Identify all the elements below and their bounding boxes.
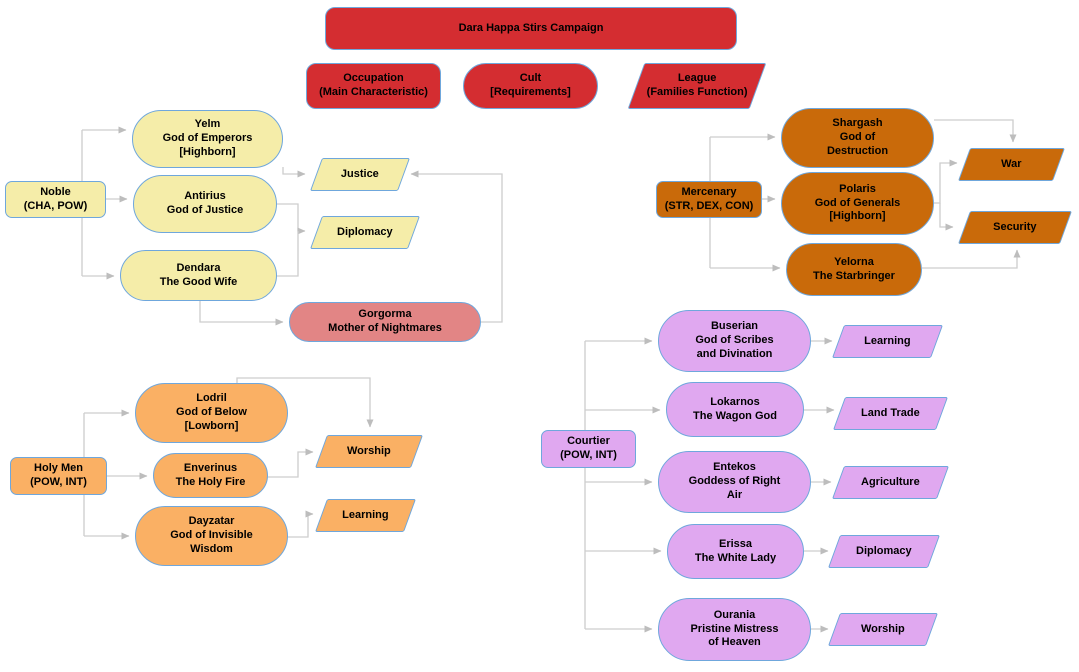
league-learning-courtier: Learning xyxy=(831,325,944,358)
edge-shargash-to-war xyxy=(934,119,1017,143)
cult-dendara: Dendara The Good Wife xyxy=(120,250,277,301)
legend-occupation: Occupation (Main Characteristic) xyxy=(306,63,441,109)
occupation-holy-men-label: Holy Men (POW, INT) xyxy=(30,462,87,488)
league-justice: Justice xyxy=(309,158,411,191)
league-agriculture: Agriculture xyxy=(831,466,950,499)
edge-yelm-to-justice xyxy=(282,167,306,178)
league-worship-courtier: Worship xyxy=(827,613,939,646)
league-worship-holy-men: Worship xyxy=(314,435,424,468)
occupation-noble: Noble (CHA, POW) xyxy=(5,181,106,218)
cult-gorgorma: Gorgorma Mother of Nightmares xyxy=(289,302,481,342)
occupation-holy-men: Holy Men (POW, INT) xyxy=(10,457,107,495)
league-worship-holy-men-label: Worship xyxy=(347,444,391,457)
edge-antirius-to-diplomacy xyxy=(277,203,306,235)
edge-yelorna-to-security xyxy=(922,249,1021,269)
cult-dayzatar: Dayzatar God of Invisible Wisdom xyxy=(135,506,288,566)
edge-polaris-to-war xyxy=(934,159,958,204)
cult-antirius: Antirius God of Justice xyxy=(133,175,277,233)
cult-enverinus-label: Enverinus The Holy Fire xyxy=(175,461,246,488)
league-diplomacy-noble-label: Diplomacy xyxy=(337,225,393,238)
edge-polaris-to-security xyxy=(939,203,954,231)
cult-erissa: Erissa The White Lady xyxy=(667,524,804,579)
cult-dendara-label: Dendara The Good Wife xyxy=(159,261,238,288)
edge-dayzatar-to-learning xyxy=(288,510,314,538)
cult-yelorna-label: Yelorna The Starbringer xyxy=(813,255,895,282)
cult-entekos-label: Entekos Goddess of Right Air xyxy=(688,461,781,501)
cult-enverinus: Enverinus The Holy Fire xyxy=(153,453,268,498)
cult-yelm-label: Yelm God of Emperors [Highborn] xyxy=(162,118,253,158)
cult-lokarnos-label: Lokarnos The Wagon God xyxy=(693,395,777,422)
cult-ourania-label: Ourania Pristine Mistress of Heaven xyxy=(690,608,779,649)
occupation-noble-label: Noble (CHA, POW) xyxy=(23,185,88,212)
league-land-trade-label: Land Trade xyxy=(861,406,920,419)
occupation-mercenary-label: Mercenary (STR, DEX, CON) xyxy=(664,185,754,212)
cult-polaris-label: Polaris God of Generals [Highborn] xyxy=(814,182,901,223)
occupation-courtier-label: Courtier (POW, INT) xyxy=(560,435,617,461)
league-war: War xyxy=(957,148,1066,181)
edge-gorgorma-to-justice xyxy=(410,170,503,323)
cult-ourania: Ourania Pristine Mistress of Heaven xyxy=(658,598,811,661)
cult-erissa-label: Erissa The White Lady xyxy=(694,537,777,564)
cult-shargash-label: Shargash God of Destruction xyxy=(826,117,889,157)
cult-gorgorma-label: Gorgorma Mother of Nightmares xyxy=(328,308,442,334)
edge-enverinus-to-worship xyxy=(268,448,314,478)
league-diplomacy-courtier-label: Diplomacy xyxy=(856,544,912,557)
occupation-mercenary: Mercenary (STR, DEX, CON) xyxy=(656,181,762,218)
cult-polaris: Polaris God of Generals [Highborn] xyxy=(781,172,934,235)
legend-league-label: League (Families Function) xyxy=(646,72,748,98)
league-learning-holy-men-label: Learning xyxy=(342,508,389,521)
cult-shargash: Shargash God of Destruction xyxy=(781,108,934,168)
diagram-title: Dara Happa Stirs Campaign xyxy=(325,7,737,50)
league-agriculture-label: Agriculture xyxy=(861,475,920,488)
edge-dendara-to-diplomacy xyxy=(277,231,299,277)
edge-dendara-to-gorgorma xyxy=(199,301,284,326)
cult-antirius-label: Antirius God of Justice xyxy=(166,190,244,216)
legend-cult-label: Cult [Requirements] xyxy=(490,72,571,98)
league-war-label: War xyxy=(1001,157,1022,170)
league-land-trade: Land Trade xyxy=(832,397,949,430)
league-diplomacy-courtier: Diplomacy xyxy=(827,535,941,568)
league-worship-courtier-label: Worship xyxy=(861,622,905,635)
league-justice-label: Justice xyxy=(341,167,379,180)
edge-lodril-to-worship xyxy=(236,377,374,428)
occupation-courtier: Courtier (POW, INT) xyxy=(541,430,636,468)
league-security: Security xyxy=(957,211,1073,244)
league-diplomacy-noble: Diplomacy xyxy=(309,216,421,249)
cult-entekos: Entekos Goddess of Right Air xyxy=(658,451,811,513)
legend-league: League (Families Function) xyxy=(627,63,767,109)
league-learning-holy-men: Learning xyxy=(314,499,417,532)
cult-dayzatar-label: Dayzatar God of Invisible Wisdom xyxy=(170,515,253,555)
league-security-label: Security xyxy=(993,220,1037,233)
cult-buserian-label: Buserian God of Scribes and Divination xyxy=(695,320,774,360)
legend-cult: Cult [Requirements] xyxy=(463,63,598,109)
cult-yelm: Yelm God of Emperors [Highborn] xyxy=(132,110,283,168)
cult-yelorna: Yelorna The Starbringer xyxy=(786,243,922,296)
cult-lodril-label: Lodril God of Below [Lowborn] xyxy=(176,392,247,432)
cult-lokarnos: Lokarnos The Wagon God xyxy=(666,382,804,437)
cult-lodril: Lodril God of Below [Lowborn] xyxy=(135,383,288,443)
cult-buserian: Buserian God of Scribes and Divination xyxy=(658,310,811,372)
league-learning-courtier-label: Learning xyxy=(864,334,911,347)
legend-occupation-label: Occupation (Main Characteristic) xyxy=(319,72,428,98)
diagram-title-label: Dara Happa Stirs Campaign xyxy=(458,21,604,34)
